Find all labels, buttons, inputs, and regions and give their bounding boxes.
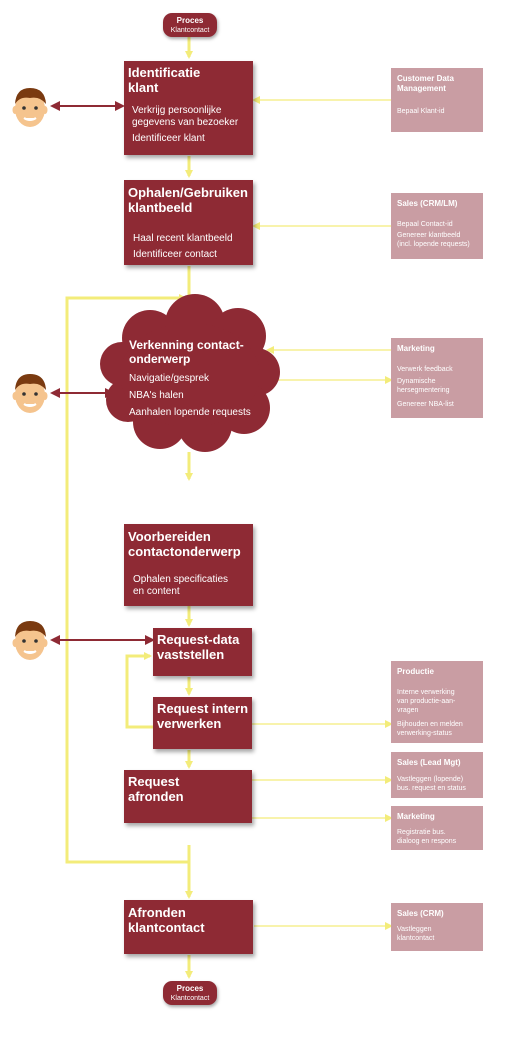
system-productie: Productie Interne verwerking van product…: [391, 661, 483, 743]
step-title: Ophalen/Gebruiken klantbeeld: [128, 185, 248, 215]
loop-back-line: [65, 294, 189, 864]
step-request-data-vaststellen: Request-data vaststellen: [153, 628, 252, 676]
system-marketing-1: Marketing Verwerk feedback Dynamische he…: [391, 338, 483, 418]
system-line: Bepaal Klant-id: [397, 108, 445, 115]
step-ophalen-klantbeeld: Ophalen/Gebruiken klantbeeld Haal recent…: [124, 180, 253, 265]
step-title: Request-data vaststellen: [157, 632, 240, 662]
step-title: Request intern verwerken: [157, 701, 249, 731]
step-line: Aanhalen lopende requests: [129, 407, 251, 418]
system-sales-crm: Sales (CRM) Vastleggen klantcontact: [391, 903, 483, 951]
step-title: Afronden klantcontact: [128, 905, 205, 935]
step-voorbereiden-contactonderwerp: Voorbereiden contactonderwerp Ophalen sp…: [124, 524, 253, 606]
system-line: Bepaal Contact-id: [397, 221, 453, 228]
end-node-subtitle: Klantcontact: [170, 995, 210, 1002]
step-line: NBA's halen: [129, 390, 184, 401]
step-title: Voorbereiden contactonderwerp: [128, 529, 241, 559]
step-request-intern-verwerken: Request intern verwerken: [153, 697, 252, 749]
system-line: Verwerk feedback: [397, 366, 453, 373]
step-title: Identificatie klant: [128, 65, 201, 95]
system-line: Registratie bus. dialoog en respons: [397, 829, 457, 845]
system-arrows: [252, 96, 393, 930]
customer-avatar-icon: [12, 621, 48, 660]
exploration-cloud: [100, 294, 280, 452]
system-line: Genereer klantbeeld (incl. lopende reque…: [397, 232, 470, 248]
step-verkenning-contactonderwerp: Verkenning contact- onderwerp Navigatie/…: [129, 338, 269, 428]
system-title: Sales (CRM/LM): [397, 199, 458, 208]
step-request-afronden: Request afronden: [124, 770, 252, 823]
end-node: Proces Klantcontact: [163, 981, 217, 1005]
start-node-subtitle: Klantcontact: [170, 27, 210, 34]
end-node-title: Proces: [176, 984, 204, 993]
system-title: Marketing: [397, 812, 435, 821]
system-title: Customer Data Management: [397, 74, 454, 93]
system-title: Sales (CRM): [397, 909, 444, 918]
system-title: Marketing: [397, 344, 435, 353]
system-marketing-2: Marketing Registratie bus. dialoog en re…: [391, 806, 483, 850]
customer-arrows: [50, 101, 155, 645]
system-line: Vastleggen klantcontact: [397, 926, 435, 942]
system-line: Dynamische hersegmentering: [397, 378, 450, 394]
step-line: Identificeer klant: [132, 133, 205, 144]
step-title: Verkenning contact- onderwerp: [129, 338, 244, 366]
step-line: Haal recent klantbeeld: [133, 233, 233, 244]
customer-avatar-icon: [12, 374, 48, 413]
customer-avatar-icon: [12, 88, 48, 127]
system-line: Vastleggen (lopende) bus. request en sta…: [397, 776, 466, 792]
start-node-title: Proces: [176, 16, 204, 25]
step-line: Verkrijg persoonlijke gegevens van bezoe…: [132, 105, 239, 128]
step-identificatie-klant: Identificatie klant Verkrijg persoonlijk…: [124, 61, 253, 155]
step-line: Identificeer contact: [133, 249, 217, 260]
start-node: Proces Klantcontact: [163, 13, 217, 37]
step-afronden-klantcontact: Afronden klantcontact: [124, 900, 253, 954]
system-title: Productie: [397, 667, 434, 676]
system-customer-data-management: Customer Data Management Bepaal Klant-id: [391, 68, 483, 132]
system-line: Genereer NBA-list: [397, 401, 454, 408]
step-line: Ophalen specificaties en content: [133, 574, 229, 597]
step-title: Request afronden: [128, 774, 184, 804]
step-line: Navigatie/gesprek: [129, 373, 210, 384]
system-line: Bijhouden en melden verwerking-status: [397, 721, 463, 737]
system-sales-crm-lm: Sales (CRM/LM) Bepaal Contact-id Generee…: [391, 193, 483, 259]
system-title: Sales (Lead Mgt): [397, 758, 461, 767]
system-sales-lead-mgt: Sales (Lead Mgt) Vastleggen (lopende) bu…: [391, 752, 483, 798]
system-line: Interne verwerking van productie-aan- vr…: [397, 689, 456, 714]
